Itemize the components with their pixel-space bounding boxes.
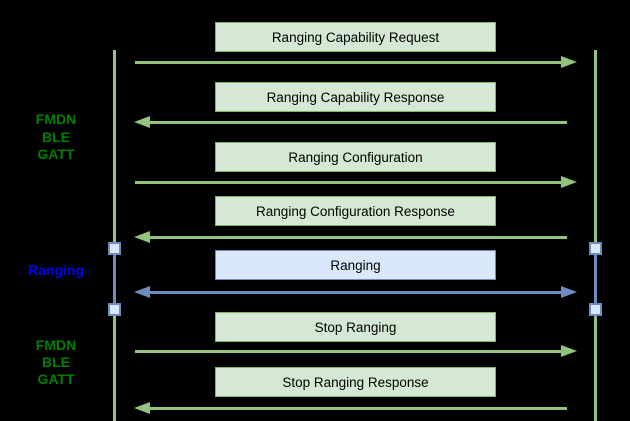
message-arrow-ranging-configuration-response [134, 231, 567, 243]
message-arrow-ranging-bidirectional [134, 286, 577, 298]
arrowhead-right-icon [561, 286, 577, 298]
arrowhead-right-icon [561, 56, 577, 68]
message-arrow-ranging-capability-request [135, 56, 577, 68]
arrow-shaft [148, 290, 563, 294]
message-box-ranging: Ranging [215, 250, 496, 280]
protocol-label-line: GATT [37, 146, 75, 162]
arrow-shaft [135, 180, 563, 184]
protocol-label-line: GATT [37, 371, 75, 387]
message-label: Ranging Capability Request [271, 29, 440, 45]
arrowhead-right-icon [561, 176, 577, 188]
message-arrow-stop-ranging-response [134, 402, 567, 414]
message-label: Ranging Configuration Response [256, 203, 455, 219]
protocol-label-line: Ranging [28, 262, 84, 278]
message-label: Ranging Configuration [288, 149, 423, 165]
protocol-label-line: FMDN [35, 337, 77, 353]
protocol-label-fmdn-ble-gatt-bottom: FMDN BLE GATT [6, 337, 106, 388]
protocol-label-line: BLE [42, 354, 70, 370]
message-arrow-ranging-capability-response [134, 116, 567, 128]
message-box-ranging-configuration: Ranging Configuration [215, 142, 496, 172]
message-arrow-ranging-configuration [135, 176, 577, 188]
message-box-ranging-configuration-response: Ranging Configuration Response [215, 196, 496, 226]
arrowhead-left-icon [134, 286, 150, 298]
message-label: Stop Ranging Response [282, 374, 429, 390]
message-label: Stop Ranging [314, 319, 397, 335]
lifeline-right-ranging-segment [594, 252, 597, 308]
protocol-label-line: BLE [42, 128, 70, 145]
arrowhead-left-icon [134, 116, 150, 128]
activation-marker-left-top [108, 242, 121, 255]
arrow-shaft [148, 235, 567, 239]
arrow-shaft [148, 120, 567, 124]
protocol-label-ranging: Ranging [6, 262, 106, 280]
arrow-shaft [135, 349, 563, 353]
message-arrow-stop-ranging [135, 345, 577, 357]
activation-marker-right-bottom [589, 303, 602, 316]
lifeline-right [594, 50, 597, 421]
protocol-label-fmdn-ble-gatt-top: FMDN BLE GATT [6, 111, 106, 164]
message-box-stop-ranging-response: Stop Ranging Response [215, 367, 496, 397]
message-box-stop-ranging: Stop Ranging [215, 312, 496, 342]
arrow-shaft [148, 406, 567, 410]
arrowhead-left-icon [134, 402, 150, 414]
arrowhead-left-icon [134, 231, 150, 243]
arrowhead-right-icon [561, 345, 577, 357]
lifeline-left [113, 50, 116, 421]
message-box-ranging-capability-request: Ranging Capability Request [215, 22, 496, 52]
message-label: Ranging [330, 257, 381, 273]
activation-marker-left-bottom [108, 303, 121, 316]
arrow-shaft [135, 60, 563, 64]
message-label: Ranging Capability Response [266, 89, 445, 105]
lifeline-left-ranging-segment [113, 252, 116, 308]
message-box-ranging-capability-response: Ranging Capability Response [215, 82, 496, 112]
protocol-label-line: FMDN [35, 111, 77, 127]
activation-marker-right-top [589, 242, 602, 255]
